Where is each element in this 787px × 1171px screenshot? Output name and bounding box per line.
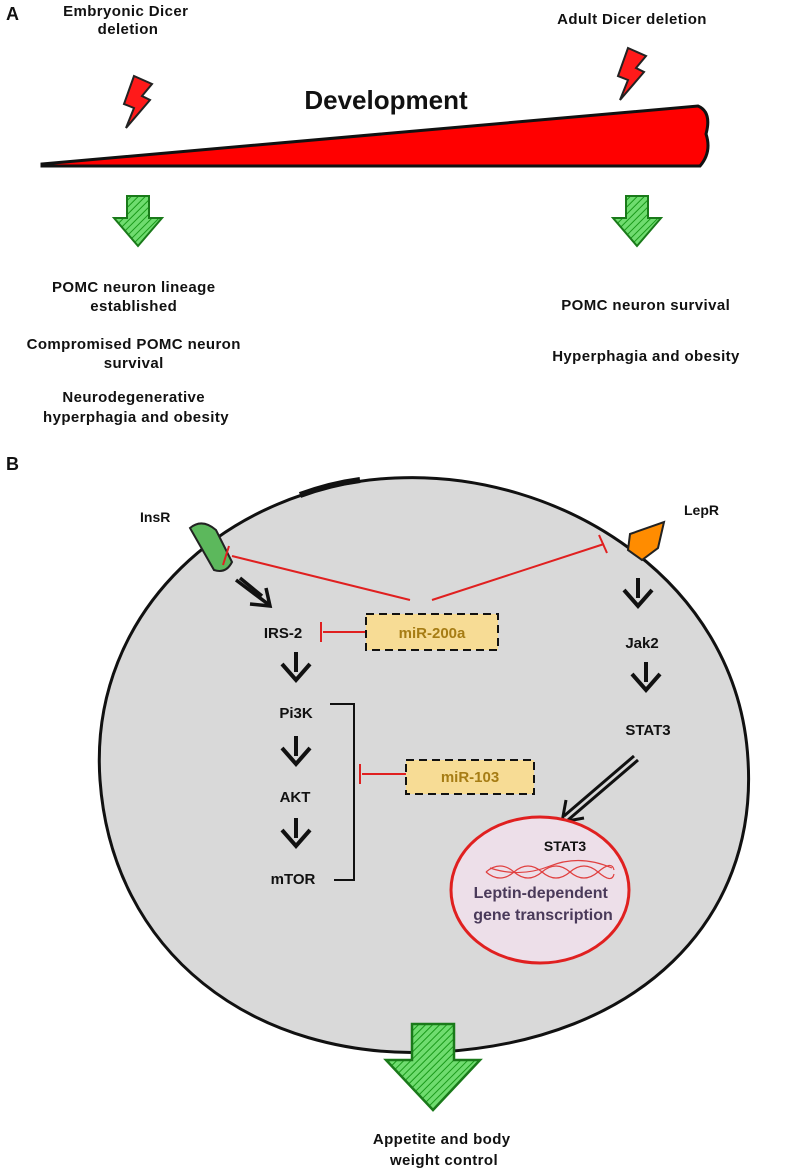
green-down-arrow-icon	[383, 1022, 483, 1112]
lightning-bolt-icon	[123, 75, 153, 129]
nucleus-stat3-label: STAT3	[544, 838, 586, 854]
mir103-box	[405, 759, 535, 795]
mtor-label: mTOR	[271, 871, 316, 888]
mir200a-inhibition	[222, 534, 608, 784]
insulin-pathway-arrows	[234, 576, 273, 608]
nucleus-transcription-label: Leptin-dependent gene transcription	[473, 885, 613, 924]
irs2-label: IRS-2	[264, 625, 302, 642]
pathway-bracket	[330, 703, 355, 881]
lepr-receptor	[626, 520, 666, 562]
pi3k-label: Pi3K	[279, 705, 313, 722]
panel-a-label: A	[6, 4, 19, 24]
green-down-arrow-icon	[113, 195, 163, 247]
adult-outcomes: POMC neuron survival Hyperphagia and obe…	[552, 297, 740, 365]
lepr-label: LepR	[684, 502, 719, 518]
development-wedge	[40, 104, 710, 168]
mir103-label: miR-103	[441, 769, 499, 786]
dna-helix-icon	[485, 859, 615, 880]
lightning-bolt-icon	[617, 47, 647, 101]
mir200a-box	[365, 613, 499, 651]
insr-receptor	[188, 522, 234, 572]
panel-b-label: B	[6, 454, 19, 474]
adult-dicer-title: Adult Dicer deletion	[557, 11, 707, 28]
embryonic-outcomes: POMC neuron lineage established Compromi…	[27, 279, 246, 426]
nucleus	[449, 815, 631, 965]
stat3-label: STAT3	[625, 722, 670, 739]
mir200a-label: miR-200a	[399, 625, 466, 642]
embryonic-dicer-title: Embryonic Dicer deletion	[63, 3, 193, 38]
akt-label: AKT	[280, 789, 311, 806]
jak2-label: Jak2	[625, 635, 658, 652]
development-label: Development	[304, 85, 468, 115]
output-label: Appetite and body weight control	[373, 1131, 515, 1169]
green-down-arrow-icon	[612, 195, 662, 247]
insr-label: InsR	[140, 509, 170, 525]
